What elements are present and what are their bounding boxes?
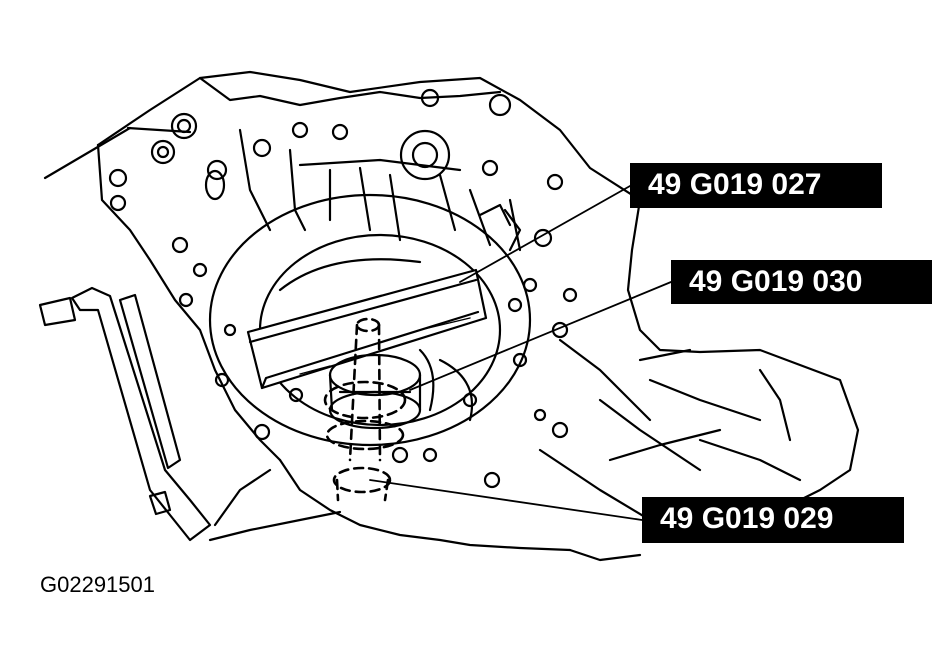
housing-outline [96, 70, 860, 502]
housing-lower-body [278, 458, 572, 552]
tool-plate-027 [246, 268, 488, 390]
main-bore-outer [208, 193, 532, 447]
leader-029 [369, 479, 643, 521]
housing-left-flange [96, 143, 282, 462]
figure-code: G02291501 [40, 572, 155, 597]
part-label-49-G019-029: 49 G019 029 [642, 497, 904, 543]
part-label-49-G019-030: 49 G019 030 [671, 260, 932, 304]
leader-030 [409, 281, 672, 391]
bracket-arm [70, 286, 212, 542]
hub-030 [328, 353, 422, 397]
leader-027 [459, 185, 631, 283]
housing-top-edge [198, 76, 502, 107]
part-label-49-G019-027: 49 G019 027 [630, 163, 882, 208]
